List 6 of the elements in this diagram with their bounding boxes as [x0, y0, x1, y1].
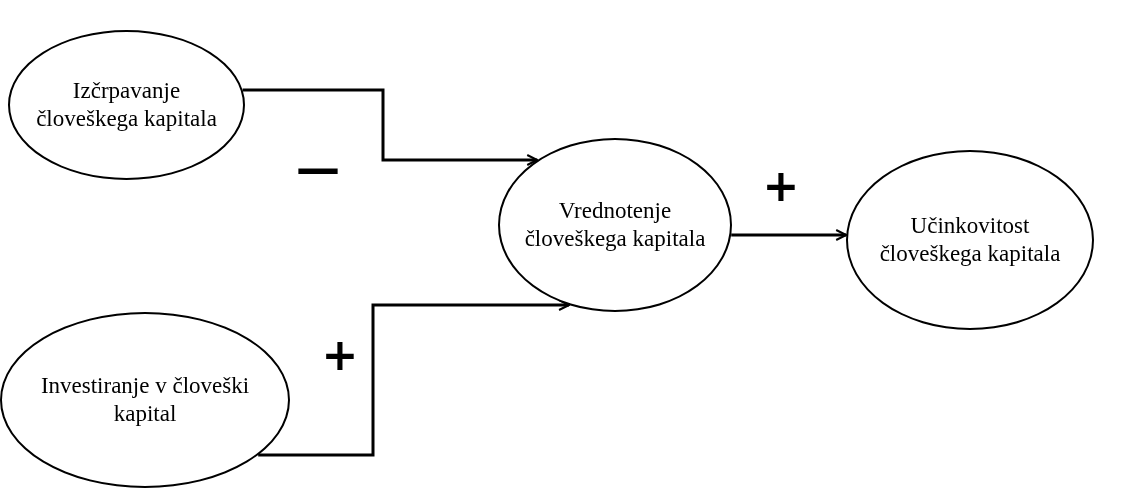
node-text: Izčrpavanje človeškega kapitala — [35, 77, 218, 133]
node-text: Investiranje v človeški kapital — [39, 372, 251, 428]
arrow — [242, 88, 539, 166]
arrow — [731, 229, 848, 241]
node-text: Vrednotenje človeškega kapitala — [524, 197, 706, 253]
node-text: Učinkovitost človeškega kapitala — [878, 212, 1062, 268]
